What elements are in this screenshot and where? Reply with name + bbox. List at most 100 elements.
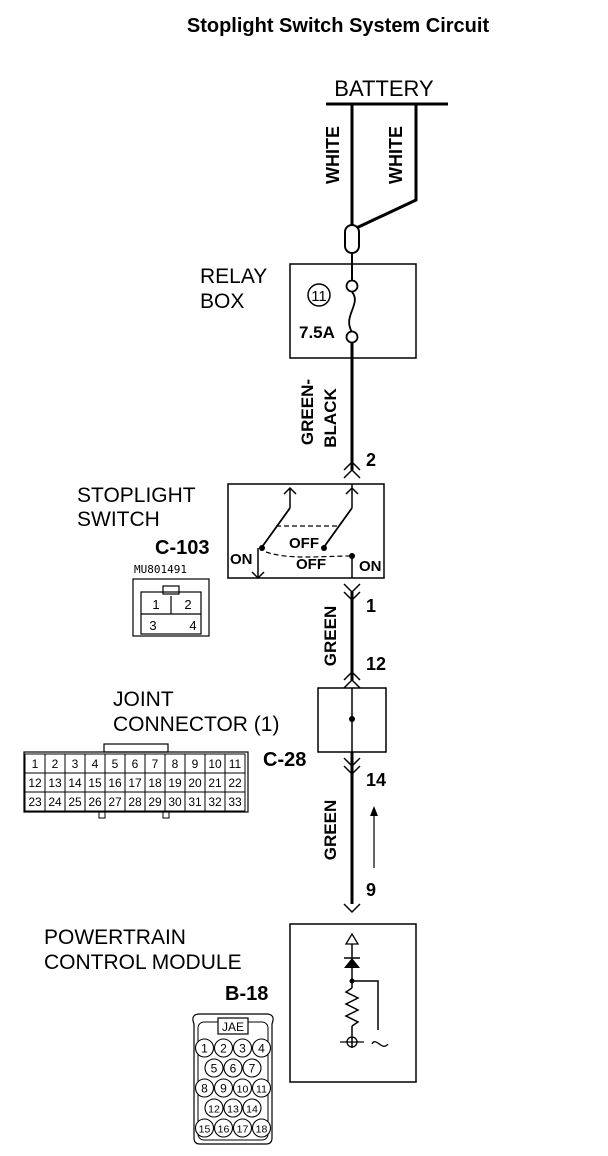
fuse-rating: 7.5A	[299, 323, 335, 342]
pcm-connector-pin: 9	[220, 1082, 227, 1096]
pcm-diode-icon	[344, 958, 360, 968]
fuse-number-circle	[307, 283, 331, 307]
joint-connector-label-line1: JOINT	[113, 688, 174, 711]
joint-connector-pin: 21	[208, 776, 222, 790]
joint-connector-pin: 26	[88, 795, 102, 809]
switch-state-off-lower: OFF	[296, 556, 326, 573]
pcm-connector-pin-circle	[194, 1038, 215, 1058]
signal-flow-arrowhead	[370, 806, 378, 816]
joint-connector-pin: 27	[108, 795, 122, 809]
switch-connector-pin: 4	[189, 618, 196, 633]
switch-state-on-right: ON	[359, 558, 382, 575]
joint-connector-pin: 25	[68, 795, 82, 809]
pcm-connector-pin-circle	[194, 1078, 215, 1098]
pcm-connector-pin-circle	[242, 1098, 262, 1118]
switch-connector-pin: 3	[149, 618, 156, 633]
switch-left-blade	[261, 507, 291, 548]
pcm-label-line2: CONTROL MODULE	[44, 951, 242, 974]
switch-right-pivot	[321, 545, 327, 551]
switch-connector-inner	[140, 591, 202, 635]
joint-connector-pin: 9	[192, 757, 199, 771]
switch-connector-pin: 1	[152, 597, 159, 612]
stoplight-switch-label-line1: STOPLIGHT	[77, 484, 196, 507]
joint-connector-foot-right	[162, 811, 170, 819]
joint-top-pin: 12	[366, 654, 386, 674]
pcm-connector-pin: 13	[227, 1104, 239, 1116]
switch-connector-face	[132, 578, 210, 637]
joint-connector-foot-left	[98, 811, 106, 819]
pcm-connector-pin-circle	[232, 1038, 253, 1058]
fuse-icon	[348, 291, 356, 333]
switch-part-number: MU801491	[134, 563, 187, 576]
pcm-pin: 9	[366, 880, 376, 900]
pcm-connector-pin: 2	[220, 1042, 227, 1056]
joint-connector-pin: 12	[28, 776, 42, 790]
stoplight-switch-label-line2: SWITCH	[77, 508, 160, 531]
switch-left-upper-arrow	[283, 486, 297, 495]
switch-right-blade	[323, 507, 353, 548]
pcm-connector-pin: 15	[199, 1124, 211, 1136]
switch-left-lower-arrow	[251, 571, 265, 580]
pcm-connector-face	[192, 1013, 274, 1145]
pcm-connector-pin-circle	[204, 1098, 224, 1118]
switch-mechanical-link-lower	[265, 551, 353, 558]
joint-connector-pin: 2	[52, 757, 59, 771]
joint-connector-pin: 32	[208, 795, 222, 809]
switch-connector-key	[162, 585, 180, 595]
pcm-connector-pin: 8	[201, 1082, 208, 1096]
switch-state-off-upper: OFF	[289, 535, 319, 552]
pcm-connector-pin: 5	[211, 1062, 218, 1076]
pcm-connector-pin: 7	[249, 1062, 256, 1076]
joint-connector-pin: 17	[128, 776, 142, 790]
pcm-connector-pin-circle	[242, 1058, 262, 1078]
diagram-title: Stoplight Switch System Circuit	[187, 15, 490, 37]
pcm-sense-line	[352, 980, 379, 1030]
pcm-connector-pin-circle	[251, 1118, 272, 1138]
joint-connector-pin: 28	[128, 795, 142, 809]
joint-connector-pin: 1	[32, 757, 39, 771]
pcm-connector-pin-circle	[232, 1078, 253, 1098]
battery-wire-right	[351, 104, 418, 232]
pcm-connector-pin: 10	[237, 1084, 249, 1096]
pcm-connector-pin-circle	[232, 1118, 253, 1138]
pcm-connector-header: JAE	[222, 1020, 244, 1034]
joint-connector-pin: 18	[148, 776, 162, 790]
battery-wire-left-color: WHITE	[323, 126, 343, 184]
battery-label: BATTERY	[334, 76, 434, 101]
pcm-connector-pin-circle	[204, 1058, 224, 1078]
joint-connector-pin: 14	[68, 776, 82, 790]
switch-top-pin: 2	[366, 450, 376, 470]
switch-left-pivot	[259, 545, 265, 551]
joint-connector-pin: 30	[168, 795, 182, 809]
joint-connector-pin: 29	[148, 795, 162, 809]
pcm-connector-pin-circle	[213, 1078, 234, 1098]
pcm-connector-pin-circle	[251, 1038, 272, 1058]
joint-connector-face	[23, 751, 249, 813]
joint-connector-pin: 23	[28, 795, 42, 809]
joint-connector-pin: 13	[48, 776, 62, 790]
pcm-connector-pin-circle	[213, 1038, 234, 1058]
pcm-connector-pin: 4	[258, 1042, 265, 1056]
pcm-resistor-icon	[344, 987, 360, 1027]
joint-connector-pin: 16	[108, 776, 122, 790]
joint-connector-pin: 11	[229, 757, 242, 771]
joint-connector-pin: 19	[168, 776, 182, 790]
pcm-connector-pin: 11	[256, 1084, 267, 1096]
joint-connector-pin: 7	[152, 757, 159, 771]
joint-connector-face-latch	[103, 743, 169, 753]
battery-connector	[344, 224, 360, 254]
pcm-box	[289, 923, 417, 1083]
pcm-connector-pin-circle	[194, 1118, 215, 1138]
wire-relay-to-switch-color-line2: BLACK	[321, 388, 340, 448]
joint-connector-cell	[224, 791, 246, 812]
pcm-connector-pin-circle	[223, 1098, 243, 1118]
joint-connector-pin: 24	[48, 795, 62, 809]
joint-connector-pin: 31	[188, 795, 202, 809]
joint-connector-pin: 10	[208, 757, 222, 771]
joint-connector-pin: 4	[92, 757, 99, 771]
joint-connector-node	[349, 716, 355, 722]
wire-relay-to-switch-color-line1: GREEN-	[298, 379, 317, 445]
